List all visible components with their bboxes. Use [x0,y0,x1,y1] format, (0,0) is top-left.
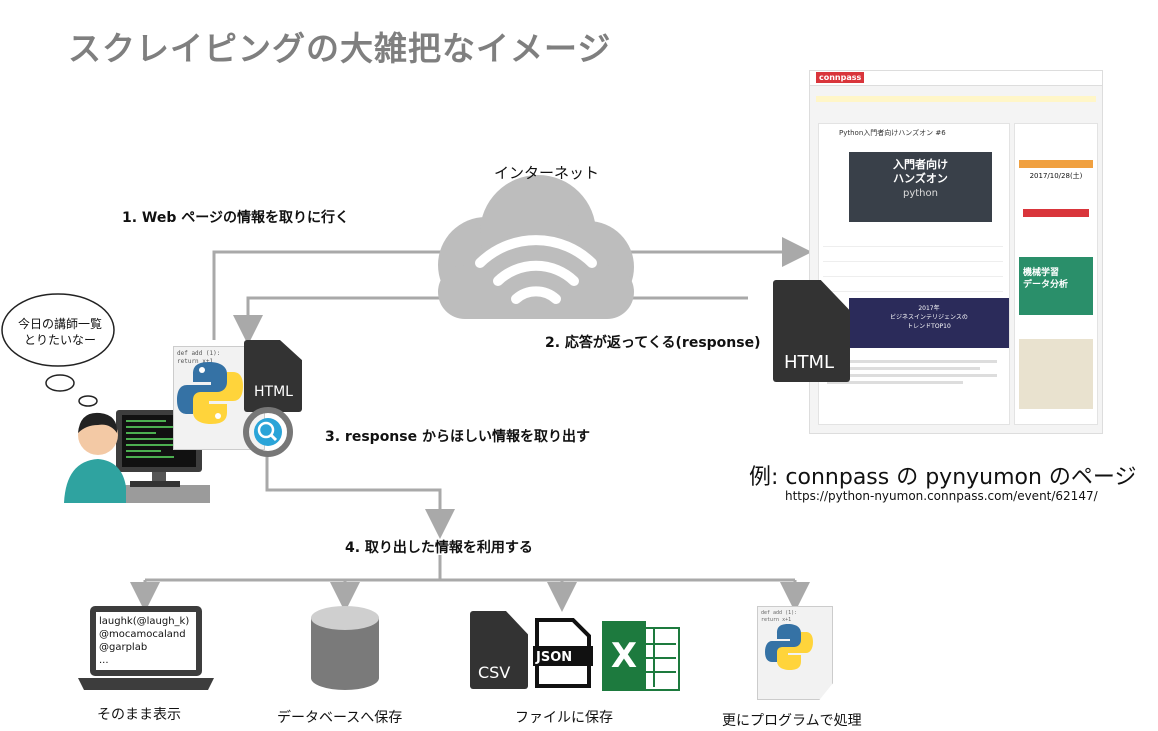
csv-label: CSV [478,663,511,682]
example-url: https://python-nyumon.connpass.com/event… [785,489,1098,503]
excel-file-icon: X [602,621,680,691]
cloud-icon [438,175,634,319]
event-date: 2017/10/28(土) [1029,172,1083,180]
json-file-icon [533,618,593,688]
output-file-label: ファイルに保存 [515,710,613,726]
laptop-line: @garplab [99,642,148,653]
output-program-label: 更にプログラムで処理 [722,713,862,729]
cloud-label: インターネット [494,164,600,182]
output-display-label: そのまま表示 [97,707,181,723]
banner-line-2: ハンズオン [893,172,948,185]
laptop-line: ... [99,655,109,666]
step-1-label: 1. Web ページの情報を取りに行く [122,210,349,226]
ad2-line-1: 2017年 [918,305,940,312]
html-document-label: HTML [784,352,835,373]
extract-arrow [265,455,455,539]
banner-line-1: 入門者向け [893,158,948,171]
thought-line-2: とりたいなー [23,333,96,347]
code-line: def add (1): [177,350,221,357]
output-database-label: データベースへ保存 [277,710,403,726]
magnifier-refresh-icon [243,407,293,457]
ad2-line-3: トレンドTOP10 [907,323,951,330]
code-line: return x+1 [761,617,792,623]
ad1-line-1: 機械学習 [1023,268,1060,278]
connpass-screenshot: connpass Python入門者向けハンズオン #6 入門者向け ハンズオン… [809,70,1103,434]
laptop-line: @mocamocaland [99,629,186,640]
laptop-icon [78,606,214,690]
page-title: スクレイピングの大雑把なイメージ [68,29,612,68]
code-line: def add (1): [761,610,798,616]
thought-text: 今日の講師一覧 とりたいなー [14,316,106,348]
laptop-screen-text: laughk(@laugh_k) @mocamocaland @garplab … [99,615,189,667]
thought-bubble [1,293,115,407]
html-file-icon: HTML [244,340,302,412]
connpass-logo: connpass [816,72,865,83]
json-label: JSON [536,650,573,665]
step-4-label: 4. 取り出した情報を利用する [345,540,533,556]
ad1-line-2: データ分析 [1023,280,1069,290]
laptop-line: laughk(@laugh_k) [99,616,190,627]
python-logo-small-icon [765,624,813,670]
step-2-label: 2. 応答が返ってくる(response) [545,335,761,351]
database-icon [311,606,379,690]
banner-python: python [903,188,938,199]
ad2-line-2: ビジネスインテリジェンスの [890,314,968,321]
excel-label: X [602,621,646,691]
thought-line-1: 今日の講師一覧 [17,317,102,331]
python-logo-icon [177,362,243,424]
event-title: Python入門者向けハンズオン #6 [839,129,946,137]
example-caption: 例: connpass の pynyumon のページ [749,465,1137,490]
code-line: return x+1 [177,358,214,365]
html-file-label: HTML [254,384,293,400]
step-3-label: 3. response からほしい情報を取り出す [325,429,590,445]
